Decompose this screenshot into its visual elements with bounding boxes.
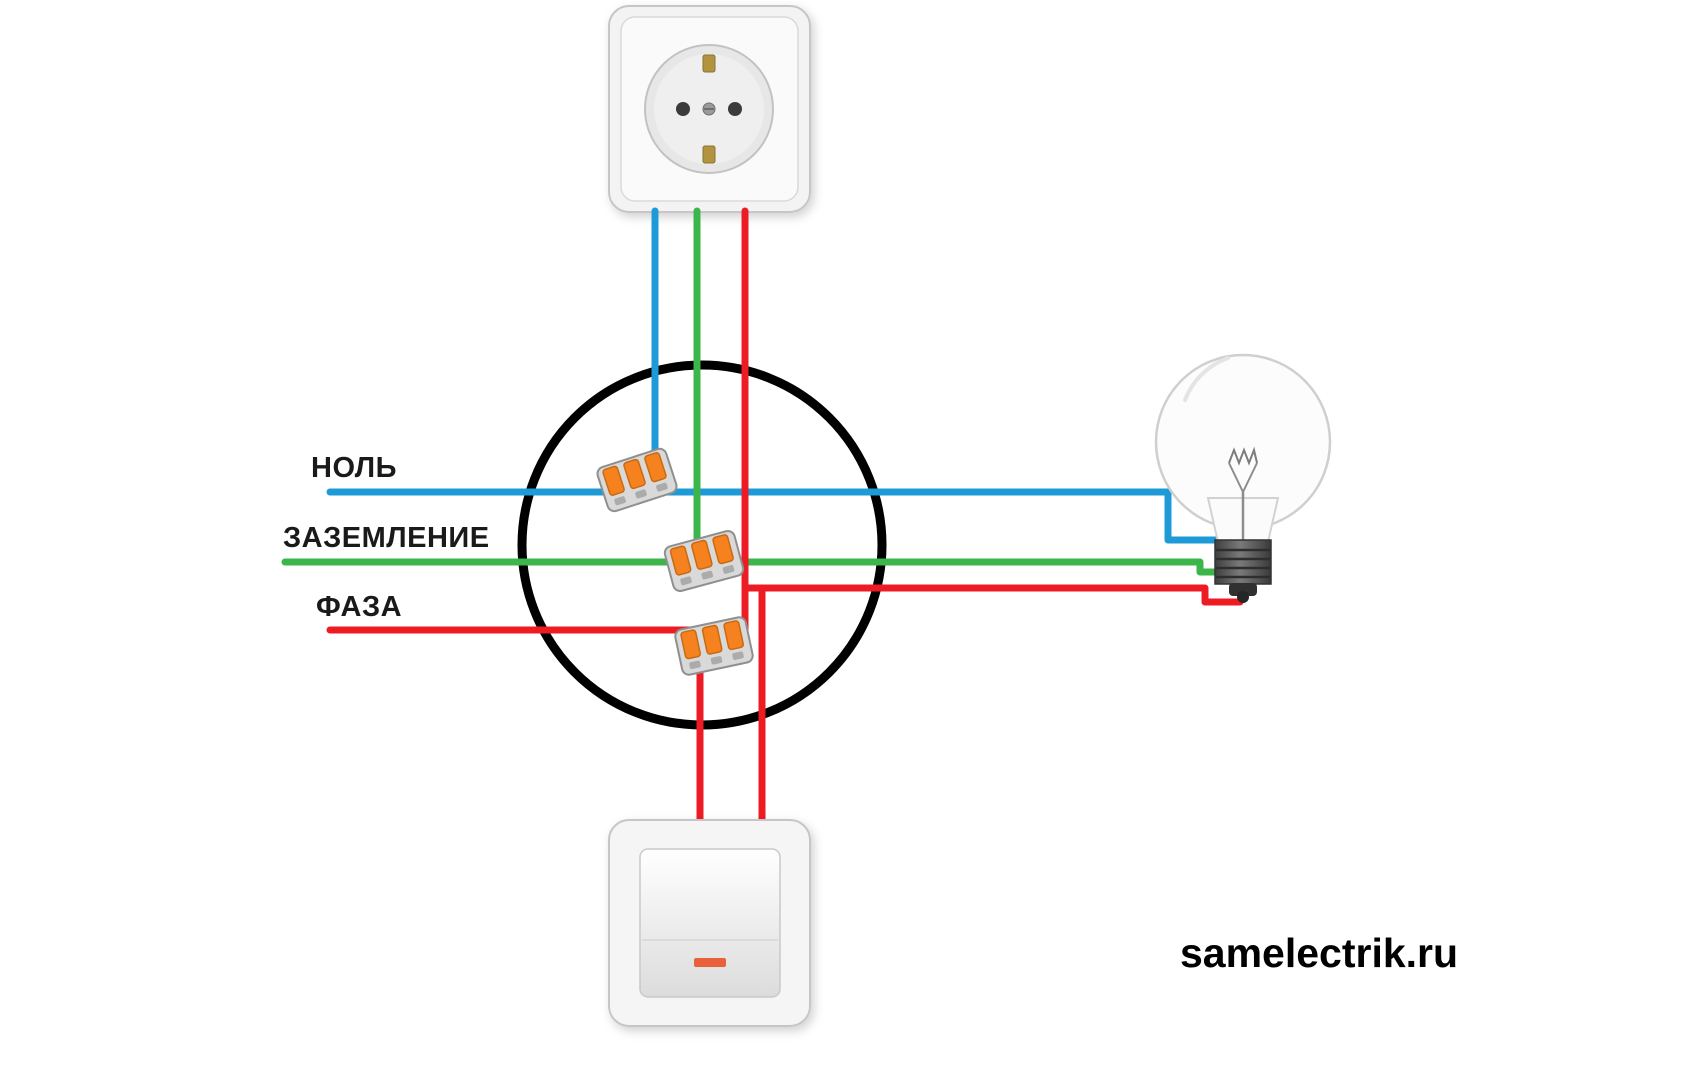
watermark-text: samelectrik.ru: [1180, 930, 1458, 976]
wago-connector-neutral: [594, 446, 680, 514]
phase-wire-to-bulb: [741, 584, 1244, 606]
phase-label: ФАЗА: [316, 591, 402, 623]
bulb-base-tip: [1229, 583, 1257, 596]
ground-wire-main: [281, 558, 1222, 576]
switch-rocker: [639, 848, 781, 998]
bulb-screw-threads: [1216, 548, 1270, 579]
socket-hole-right: [728, 102, 742, 116]
bulb-contact: [1237, 591, 1249, 603]
neutral-label: НОЛЬ: [311, 452, 397, 484]
light-bulb: [1154, 353, 1332, 603]
bulb-filament-supports: [1228, 462, 1258, 493]
wall-socket: [608, 5, 811, 213]
wago-connector-phase: [673, 615, 755, 677]
bulb-glass-highlight: [1183, 356, 1230, 402]
socket-ground-clip-bottom: [702, 145, 716, 164]
wago-connector-ground: [662, 528, 746, 594]
bulb-filament: [1228, 446, 1258, 466]
switch-indicator: [694, 958, 726, 967]
socket-ground-clip-top: [702, 54, 716, 73]
neutral-wire-main: [326, 488, 1220, 544]
socket-hole-left: [676, 102, 690, 116]
ground-label: ЗАЗЕМЛЕНИЕ: [283, 522, 490, 554]
light-switch: [608, 819, 811, 1027]
